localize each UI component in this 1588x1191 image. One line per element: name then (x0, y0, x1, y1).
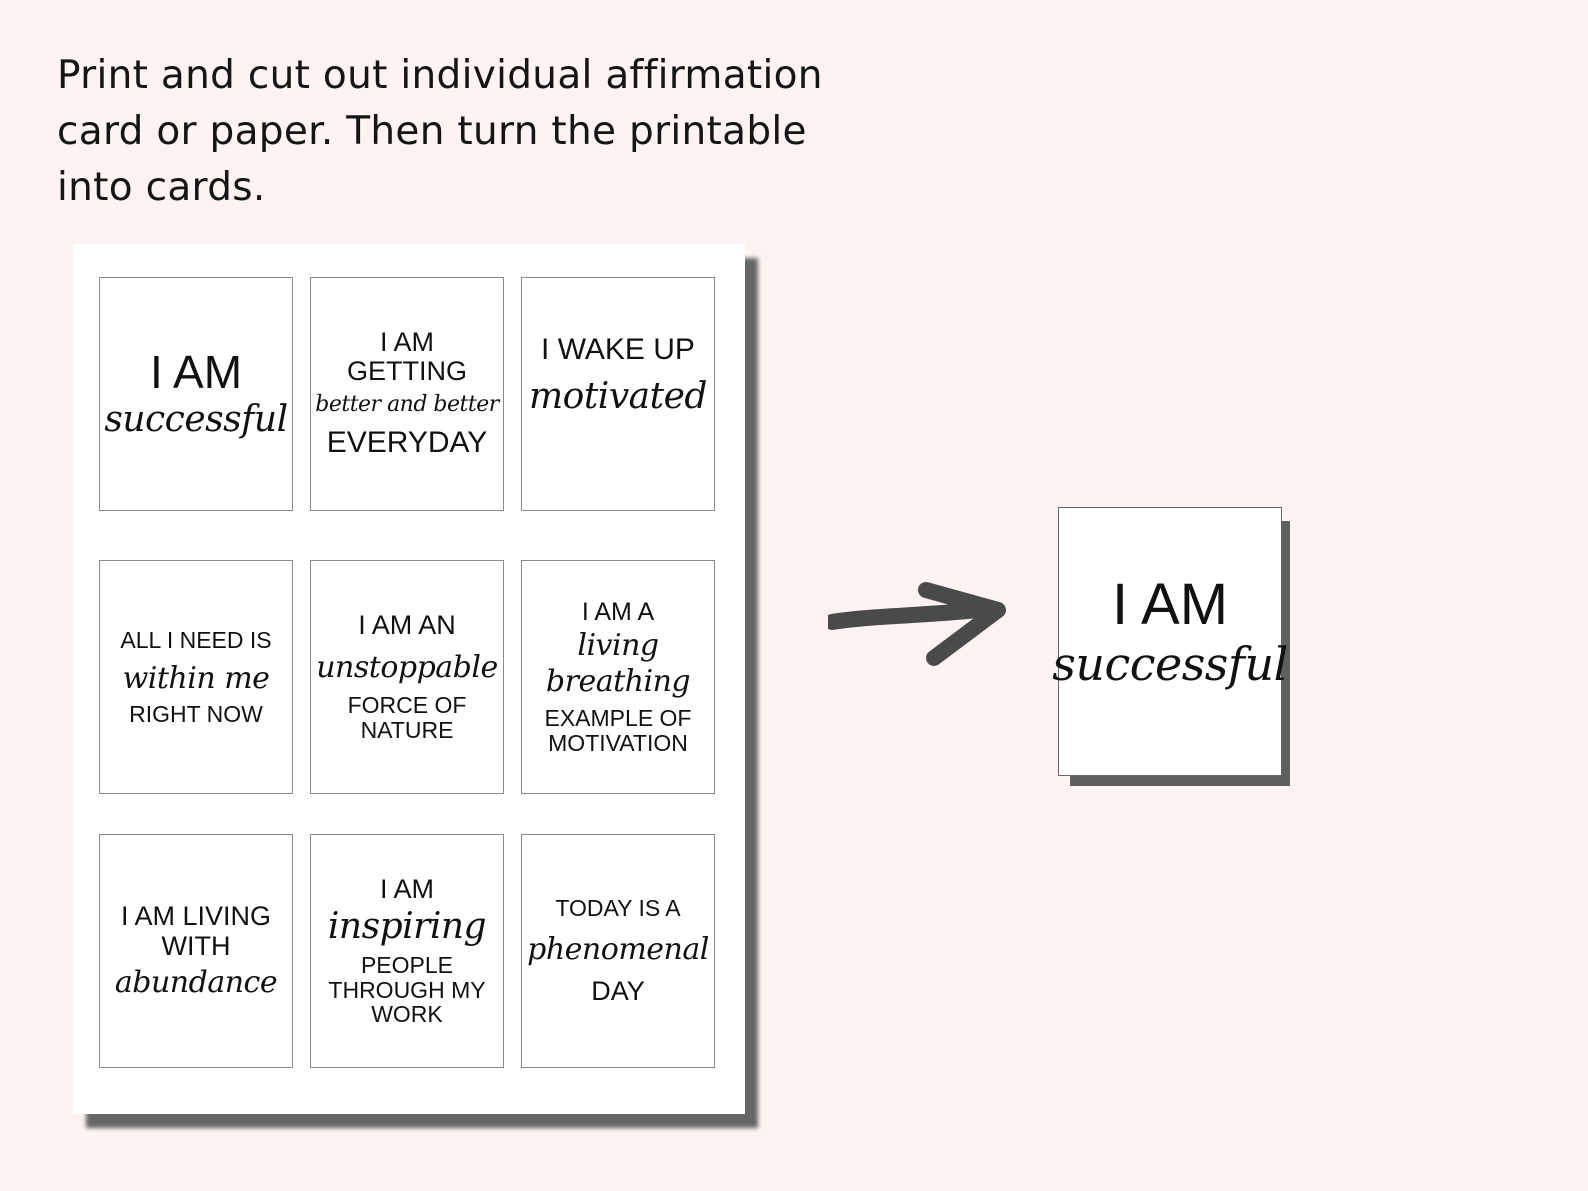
card-script-text: better and better (315, 392, 499, 418)
printable-sheet: I AM successful I AM GETTING better and … (73, 244, 745, 1114)
card-top-text: I AM GETTING (347, 327, 467, 387)
featured-card-top-text: I AM (1111, 572, 1229, 638)
card-motivated: I WAKE UP motivated (521, 277, 715, 511)
card-script-text: living breathing (545, 627, 691, 699)
card-bottom-text: PEOPLE THROUGH MY WORK (328, 951, 486, 1028)
card-living-breathing: I AM A living breathing EXAMPLE OF MOTIV… (521, 560, 715, 794)
card-successful: I AM successful (99, 277, 293, 511)
card-unstoppable: I AM AN unstoppable FORCE OF NATURE (310, 560, 504, 794)
card-script-text: unstoppable (316, 650, 498, 686)
card-top-text: I AM AN (358, 610, 456, 641)
card-top-text: I AM (149, 345, 243, 398)
card-top-text: I AM (379, 873, 434, 904)
arrow-right-icon (828, 582, 1006, 666)
card-script-text: within me (122, 660, 270, 696)
card-top-text: I AM A (581, 597, 655, 626)
card-script-text: abundance (114, 964, 278, 1000)
card-top-text: TODAY IS A (555, 894, 681, 921)
card-abundance: I AM LIVING WITH abundance (99, 834, 293, 1068)
featured-card-script-text: successful (1052, 636, 1288, 691)
featured-card: I AM successful (1052, 507, 1288, 776)
card-bottom-text: RIGHT NOW (129, 700, 263, 727)
card-top-text: ALL I NEED IS (120, 626, 272, 653)
card-script-text: phenomenal (527, 932, 709, 968)
card-top-text: I AM LIVING WITH (120, 901, 272, 961)
card-top-text: I WAKE UP (541, 333, 695, 366)
card-bottom-text: EVERYDAY (326, 426, 488, 460)
card-bottom-text: DAY (591, 976, 645, 1007)
card-script-text: inspiring (327, 905, 487, 947)
card-script-text: motivated (529, 376, 707, 418)
card-inspiring: I AM inspiring PEOPLE THROUGH MY WORK (310, 834, 504, 1068)
card-script-text: successful (104, 399, 288, 441)
instructions-text: Print and cut out individual affirmation… (57, 53, 823, 210)
card-phenomenal: TODAY IS A phenomenal DAY (521, 834, 715, 1068)
card-bottom-text: FORCE OF NATURE (347, 692, 467, 744)
card-within-me: ALL I NEED IS within me RIGHT NOW (99, 560, 293, 794)
card-bottom-text: EXAMPLE OF MOTIVATION (544, 704, 692, 756)
card-better-and-better: I AM GETTING better and better EVERYDAY (310, 277, 504, 511)
